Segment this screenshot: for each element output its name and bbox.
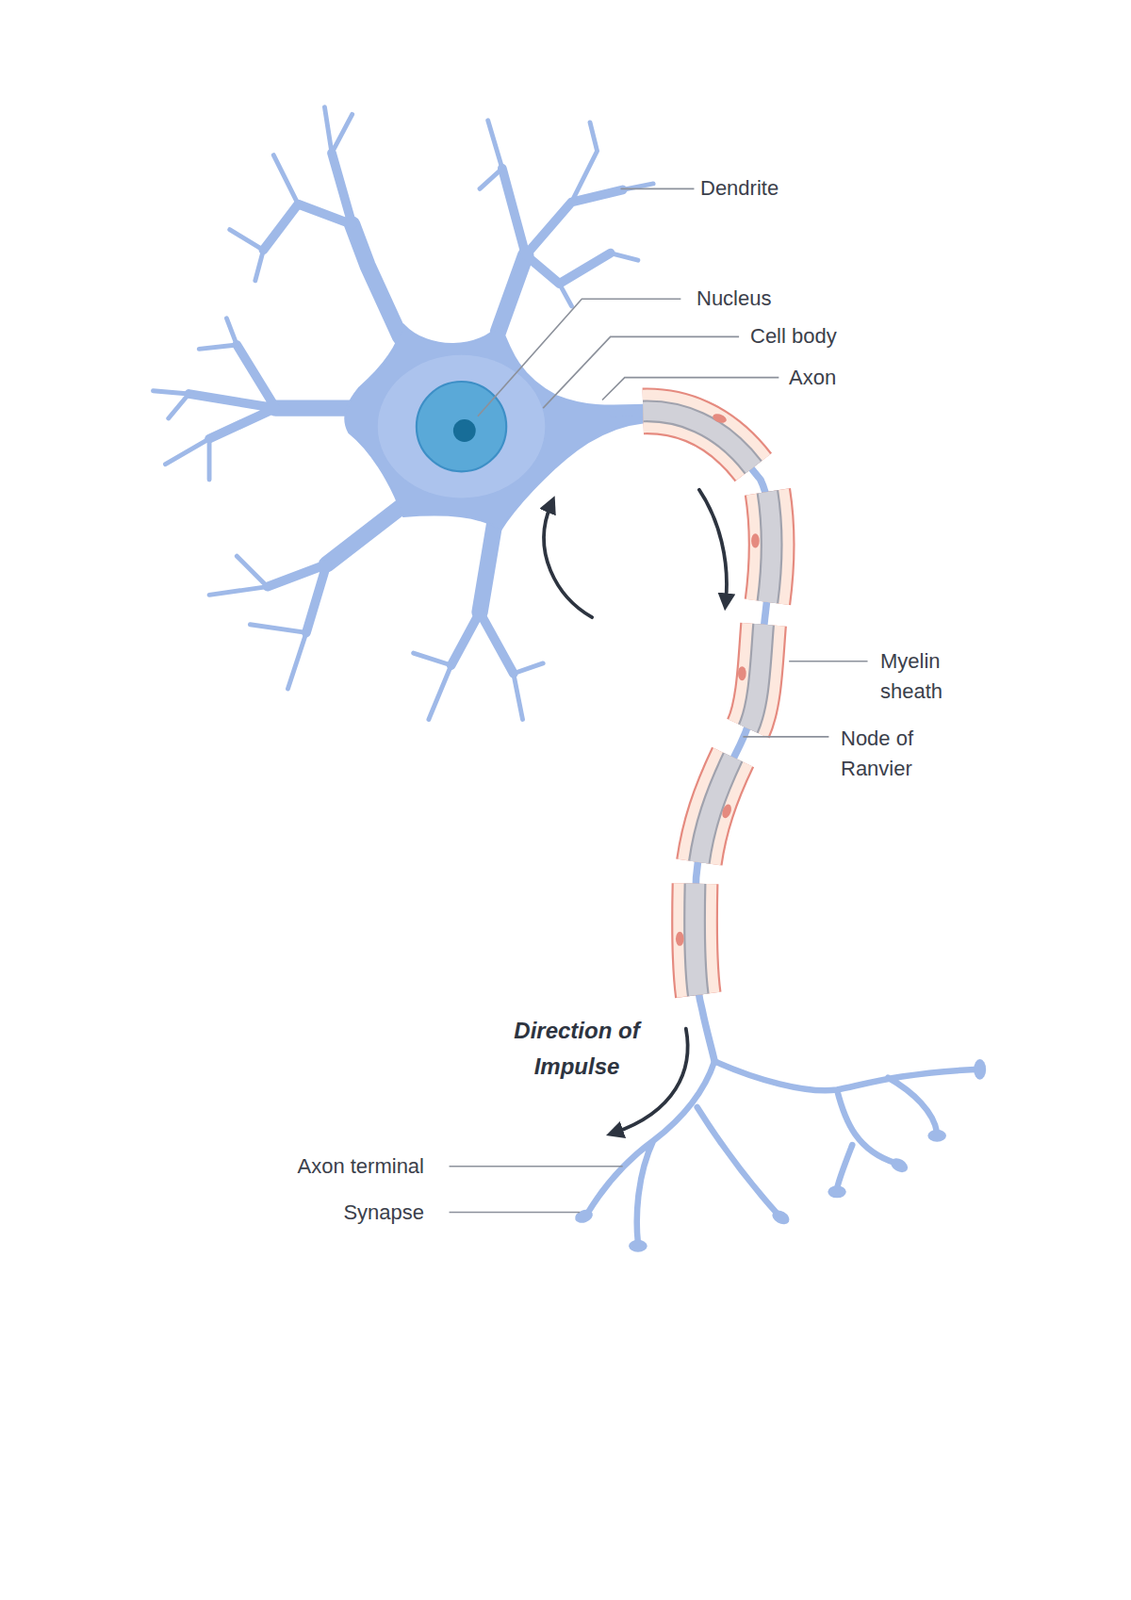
schwann-nucleus [675, 932, 685, 947]
leader-line [602, 377, 779, 401]
schwann-nucleus [711, 411, 728, 425]
synaptic-bouton [573, 1207, 595, 1226]
leader-line [449, 1165, 623, 1168]
part-label: Dendrite [700, 173, 779, 204]
schwann-nucleus [737, 666, 747, 681]
cell-body-highlight [377, 355, 546, 499]
synaptic-bouton [973, 1059, 986, 1081]
myelin-sheath [642, 410, 771, 995]
part-label: Cell body [750, 321, 837, 352]
axon-core-outline [642, 410, 771, 995]
direction-label: Direction of Impulse [506, 1013, 648, 1085]
impulse-arrow [699, 490, 727, 603]
part-label: Axon terminal [296, 1151, 425, 1182]
schwann-nucleus [751, 533, 760, 548]
leader-line [742, 736, 829, 738]
part-label: Axon [788, 362, 836, 394]
leader-line [477, 298, 681, 417]
part-label: Synapse [343, 1197, 425, 1229]
leader-line [542, 336, 739, 409]
dendrite-tip [153, 107, 655, 721]
synaptic-bouton [927, 1130, 946, 1143]
nucleus [416, 381, 507, 472]
synaptic-bouton [827, 1185, 846, 1198]
schwann-nucleus [720, 803, 733, 820]
part-label: Myelin sheath [880, 646, 975, 707]
synaptic-bouton [628, 1240, 647, 1253]
axon-terminal-branches [587, 1061, 976, 1244]
synaptic-bouton [887, 1155, 910, 1176]
synaptic-bouton [770, 1207, 792, 1228]
leader-line [788, 660, 868, 663]
myelin-sheath-outline [642, 410, 771, 995]
part-label: Node of Ranvier [840, 723, 935, 785]
axon-core [642, 410, 771, 995]
nucleolus [453, 419, 476, 443]
part-label: Nucleus [696, 283, 771, 314]
leader-line [620, 188, 694, 191]
cell-body [344, 324, 643, 531]
leader-line [449, 1212, 581, 1214]
impulse-arrow [614, 1029, 689, 1133]
impulse-arrow [543, 504, 592, 618]
